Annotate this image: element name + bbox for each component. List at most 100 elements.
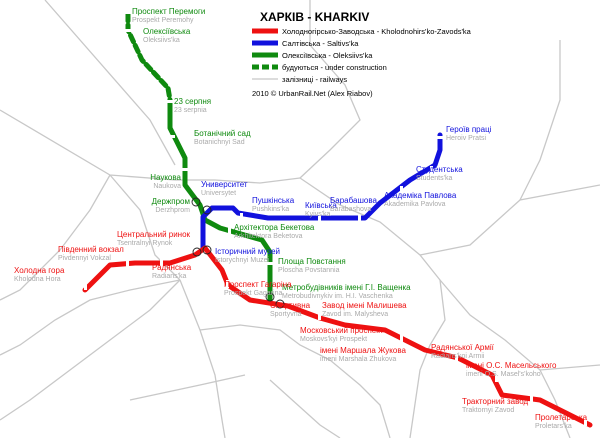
transfer-ring bbox=[191, 197, 201, 207]
station-name-ua: Барабашова bbox=[330, 196, 377, 205]
station-name-ua: Холодна гора bbox=[14, 266, 65, 275]
station-name-ua: Наукова bbox=[150, 173, 181, 182]
station-name-ua: Держпром bbox=[152, 197, 190, 206]
station-name-latin: Arkhitektora Beketova bbox=[234, 233, 303, 240]
station-name-ua: Героїв праці bbox=[446, 125, 492, 134]
station-marker bbox=[495, 374, 498, 382]
station-name-latin: 23 serpnia bbox=[174, 107, 207, 114]
station-marker bbox=[160, 259, 163, 267]
station-marker bbox=[126, 261, 129, 269]
station-name-latin: Heroiv Pratsi bbox=[446, 135, 487, 142]
station-marker bbox=[124, 29, 132, 32]
station-name-ua: Завод імені Малишева bbox=[322, 301, 407, 310]
station-marker bbox=[430, 166, 433, 174]
station-name-latin: Botanichnyi Sad bbox=[194, 139, 245, 146]
station-marker bbox=[584, 418, 587, 426]
station-name-ua: Университет bbox=[201, 180, 248, 189]
railway-line bbox=[409, 279, 446, 438]
station-markers bbox=[84, 11, 587, 426]
station-name-latin: Prospekt Peremohy bbox=[132, 17, 194, 24]
station-name-ua: Радянська bbox=[152, 263, 192, 272]
station-name-latin: Metrobudivnykiv im. H.I. Vaschenka bbox=[282, 293, 393, 300]
station-name-latin: Proletars'ka bbox=[535, 423, 572, 430]
station-name-ua: Площа Повстання bbox=[278, 257, 346, 266]
station-marker bbox=[181, 168, 189, 171]
station-marker bbox=[167, 135, 175, 138]
station-name-latin: Derzhprom bbox=[155, 207, 190, 214]
station-name-latin: Pivdennyi Vokzal bbox=[58, 255, 111, 262]
station-name-ua: 23 серпня bbox=[174, 97, 211, 106]
station-metrobudivnykiv[interactable]: Метробудівників імені Г.І. ВащенкаMetrob… bbox=[282, 283, 411, 300]
railway-line bbox=[0, 279, 181, 356]
station-marker bbox=[436, 136, 444, 139]
railway-line bbox=[0, 279, 181, 421]
station-name-ua: Історичний музей bbox=[215, 247, 280, 256]
station-name-latin: Pushkins'ka bbox=[252, 206, 289, 213]
station-marker bbox=[530, 396, 533, 404]
blue-line bbox=[200, 132, 443, 251]
station-name-ua: Тракторний завод bbox=[462, 397, 529, 406]
station-name-ua: Центральний ринок bbox=[117, 230, 191, 239]
station-name-ua: Південний вокзал bbox=[58, 245, 124, 254]
station-name-latin: Universytet bbox=[201, 190, 236, 197]
transfer-ring bbox=[202, 205, 212, 215]
station-marker bbox=[84, 282, 87, 290]
station-marker bbox=[318, 216, 321, 224]
station-name-latin: imeni O.S. Masel's'koho bbox=[466, 371, 541, 378]
station-marker bbox=[266, 262, 274, 265]
station-name-latin: Radians'ka bbox=[152, 273, 187, 280]
green-line bbox=[167, 97, 273, 303]
legend-label: Холодногірсько-Заводська - Kholodnohirs'… bbox=[282, 27, 472, 36]
station-name-latin: Prospekt Gagarina bbox=[224, 290, 282, 297]
station-marker bbox=[318, 312, 321, 320]
station-name-ua: Спортивна bbox=[270, 301, 311, 310]
station-marker bbox=[358, 215, 361, 223]
railway-line bbox=[419, 184, 600, 256]
transfer-markers bbox=[191, 197, 285, 309]
railway-line bbox=[179, 279, 226, 438]
credit-text: 2010 © UrbanRail.Net (Alex Riabov) bbox=[252, 89, 373, 98]
station-marker bbox=[240, 213, 243, 221]
map-title: ХАРКІВ - KHARKIV bbox=[260, 10, 369, 24]
transfer-ring bbox=[265, 292, 275, 302]
station-name-ua: імені О.С. Масельського bbox=[466, 361, 557, 370]
station-name-ua: Архітектора Бекетова bbox=[234, 223, 315, 232]
transfer-ring bbox=[192, 247, 202, 257]
green-line-under-construction bbox=[125, 11, 173, 103]
station-name-latin: Moskovs'kyi Prospekt bbox=[300, 336, 367, 343]
station-name-ua: Радянської Армії bbox=[431, 343, 495, 352]
station-name-ua: Проспект Перемоги bbox=[132, 7, 205, 16]
